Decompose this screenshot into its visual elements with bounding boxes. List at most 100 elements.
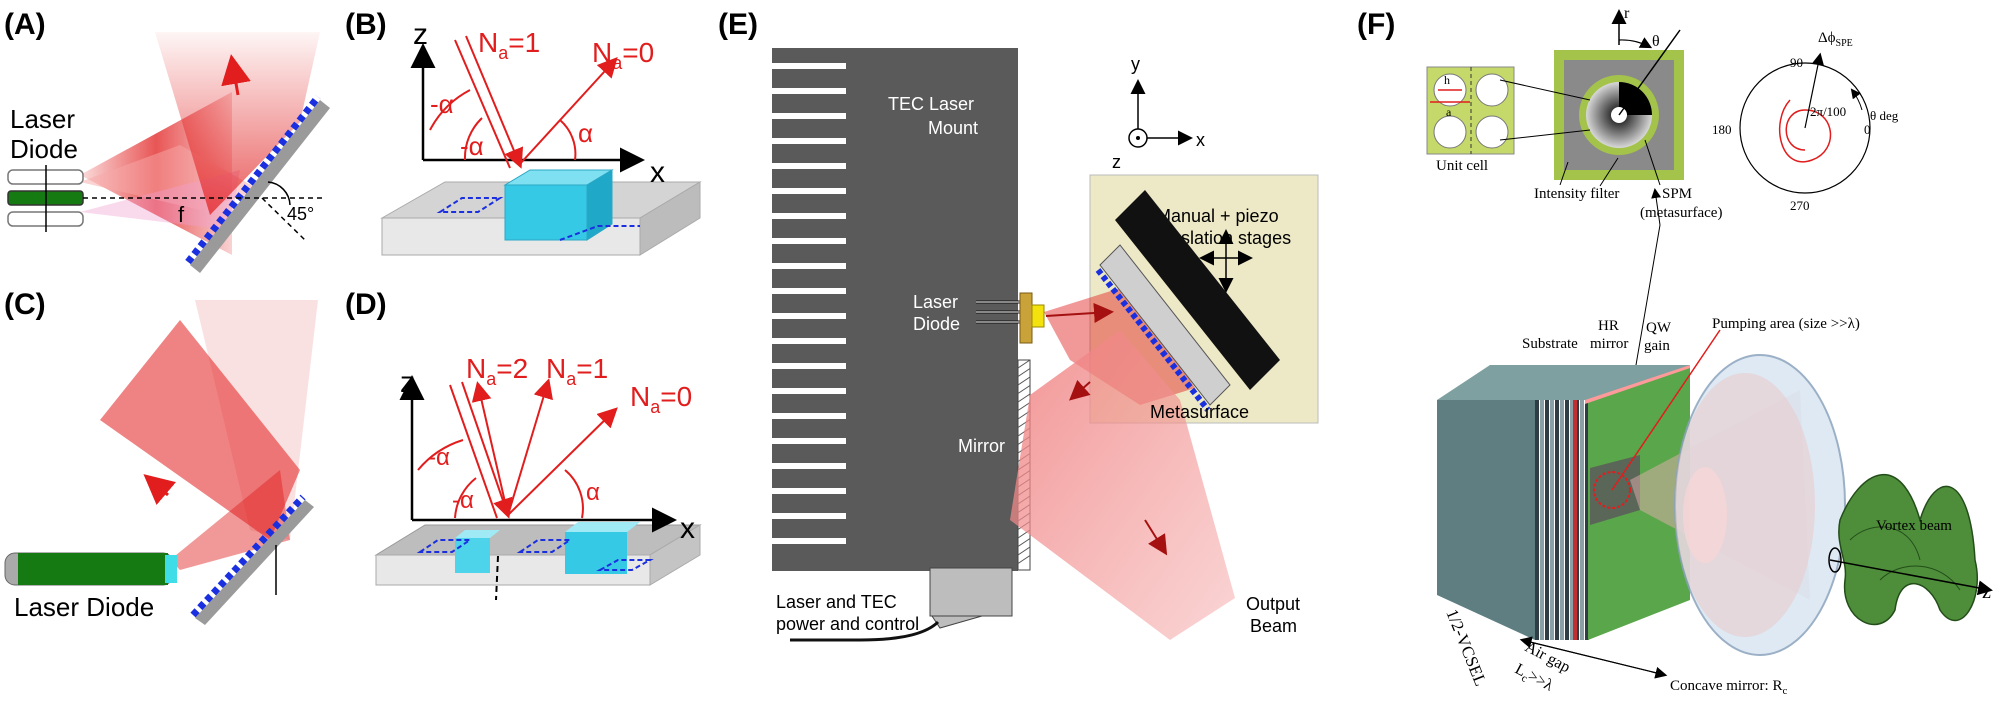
polar-tick-270: 270: [1790, 198, 1810, 213]
panel-f: (F) h a Unit cell r θ Intensity filter S…: [1357, 5, 1993, 697]
axis-z-label: z: [413, 18, 428, 51]
mount-slot: [772, 388, 846, 394]
panel-c: (C) Laser Diode: [4, 288, 318, 625]
substrate-side: [649, 524, 701, 586]
angle-label-neg-inner: -α: [452, 487, 474, 514]
polar-step-label: 2π/100: [1810, 104, 1846, 119]
order-label-na1: Na=1: [546, 353, 608, 389]
mirror-hatch-line: [1017, 538, 1031, 547]
angle-arc-1: [429, 89, 471, 131]
panel-d: (D) z x -α -α α Na=2 Na=1 Na: [345, 288, 702, 601]
incident-arrow: [1045, 303, 1114, 323]
vcsel-layers: [1535, 400, 1589, 640]
angle-label-pos: α: [586, 479, 600, 506]
grating-lines: [185, 94, 321, 265]
substrate-side: [639, 181, 701, 256]
output-beam: [1010, 330, 1235, 640]
vcsel-layer: [1560, 400, 1564, 640]
output-arrow: [1144, 519, 1168, 556]
laser-diode-label-1: Laser: [913, 292, 958, 312]
order-label-na1: Na=1: [478, 27, 540, 63]
output-label-1: Output: [1246, 594, 1300, 614]
polar-tick-0: 0: [1864, 122, 1871, 137]
gain-edge: [1585, 365, 1690, 404]
connector-block: [929, 567, 1013, 617]
unit-cell-outline-2: [559, 225, 640, 241]
mount-slot: [772, 213, 846, 219]
grating-substrate: [195, 500, 314, 625]
panel-e-label: (E): [718, 8, 758, 41]
coord-x-label: x: [1196, 130, 1205, 150]
rotation-marker: [1828, 547, 1842, 573]
vcsel-layer: [1580, 400, 1584, 640]
laser-diode-label-2: Diode: [10, 134, 78, 164]
mount-slot: [772, 163, 846, 169]
incident-beam: [170, 470, 290, 570]
mirror-hatch-line: [1017, 546, 1031, 556]
mount-slot: [772, 88, 846, 94]
focal-label: f: [178, 202, 185, 227]
vcsel-layer: [1550, 400, 1554, 640]
angle-arc-2: [454, 477, 477, 519]
spm-theta-line: [1618, 29, 1681, 116]
mirror-hatch-line: [1017, 368, 1031, 377]
reflected-ray: [518, 57, 618, 166]
mount-slot: [772, 538, 846, 544]
beam-spot: [1683, 467, 1727, 563]
unit-cell-a-label: a: [1446, 105, 1452, 119]
mount-label-1: TEC Laser: [888, 94, 974, 114]
spm-r-label: r: [1624, 5, 1630, 22]
angle-label: 45°: [287, 204, 314, 224]
unit-cell-h-label: h: [1444, 73, 1450, 87]
pillar-1-front: [455, 538, 490, 573]
qw-label-1: QW: [1646, 320, 1672, 336]
mount-slot: [772, 413, 846, 419]
intensity-filter-label: Intensity filter: [1534, 186, 1619, 202]
grating-substrate: [190, 100, 330, 273]
polar-tick-90: 90: [1790, 55, 1803, 70]
mount-slot: [772, 113, 846, 119]
mount-slot: [772, 363, 846, 369]
mount-slot: [772, 513, 846, 519]
incident-ray-2: [461, 381, 513, 519]
filter-leader-2: [1599, 157, 1619, 187]
angle-arc-1: [417, 439, 464, 471]
axis-x-label: x: [680, 512, 695, 545]
laser-diode-body: [18, 553, 168, 585]
vcsel-label: 1/2-VCSEL: [1442, 606, 1490, 688]
reflected-arrow: [143, 474, 177, 505]
concave-mirror-label: Concave mirror: Rc: [1670, 678, 1787, 697]
mirror-hatch-line: [1017, 376, 1031, 386]
order-label-na0: Na=0: [630, 381, 692, 417]
mount-slot: [772, 463, 846, 469]
pillar-2-front: [565, 532, 627, 574]
vcsel-layer: [1545, 400, 1549, 640]
order-label-na0: Na=0: [592, 37, 654, 73]
spm-link-arrow: [1651, 188, 1662, 226]
pillar-1-top: [455, 530, 500, 538]
mount-slot: [772, 313, 846, 319]
mirror-label: Mirror: [958, 436, 1005, 456]
spm-theta-label: θ: [1652, 33, 1660, 50]
diode-can: [1019, 292, 1033, 344]
polar-radius-arrow: [1804, 52, 1824, 129]
spm-theta-arc: [1618, 37, 1653, 49]
mount-slot: [772, 138, 846, 144]
power-cable: [790, 620, 940, 642]
angle-line: [261, 197, 306, 241]
mount-slot: [772, 288, 846, 294]
spm-leader: [1644, 139, 1661, 186]
angle-label-neg-outer: -α: [430, 89, 454, 119]
axis-z-label: z: [400, 366, 415, 399]
angle-arc: [267, 181, 291, 206]
mirror-hatch-line: [1017, 385, 1031, 394]
laser-diode-label: Laser Diode: [14, 592, 154, 622]
power-label-1: Laser and TEC: [776, 592, 897, 612]
panel-d-label: (D): [345, 288, 387, 321]
laser-diode-aperture: [165, 555, 177, 583]
connector-cap: [931, 615, 983, 629]
axis-x-label: x: [650, 156, 665, 189]
power-label-2: power and control: [776, 614, 919, 634]
pumping-leader: [1611, 329, 1721, 491]
order-0-ray: [507, 407, 618, 516]
